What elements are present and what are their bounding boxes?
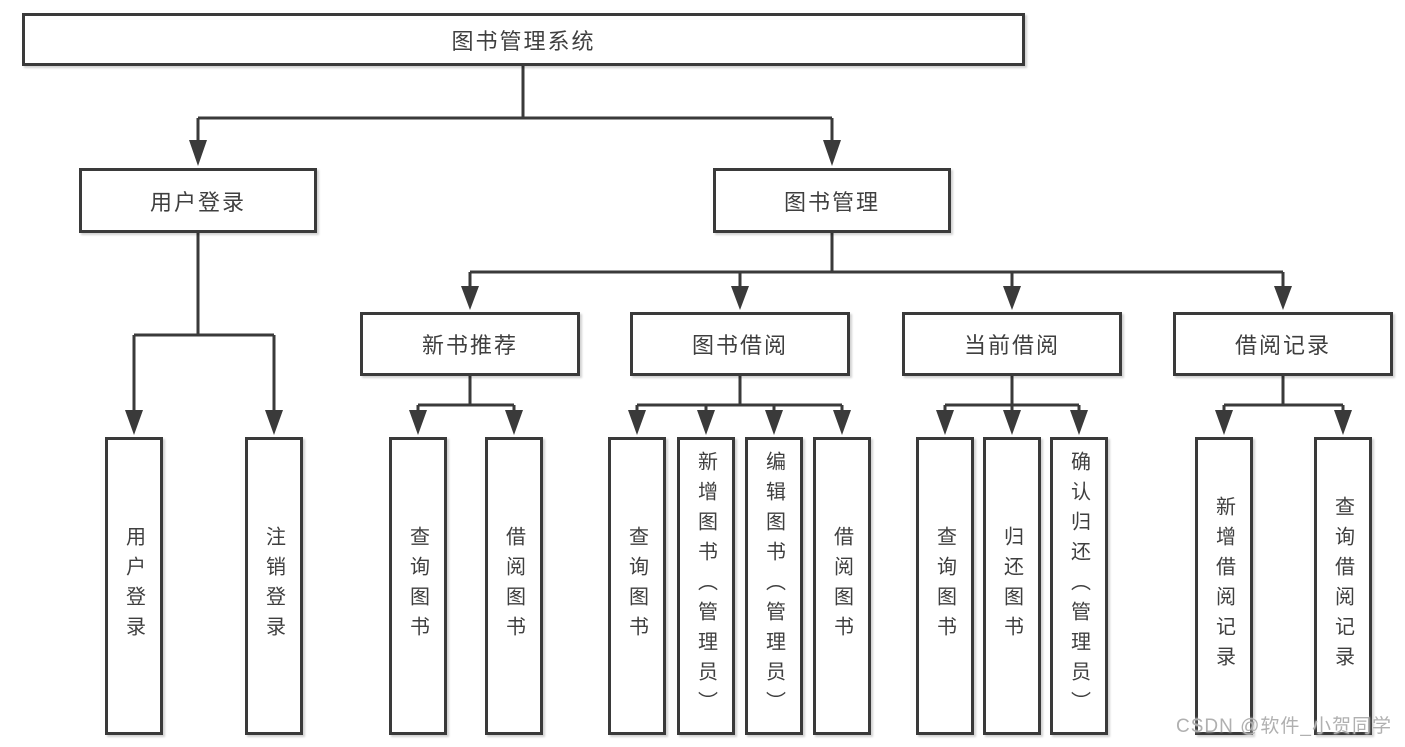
node-label: 编辑图书（管理员） [762,451,785,721]
connector-borrowing-records-to-leaves [1215,376,1352,435]
node-label: 确认归还（管理员） [1067,451,1090,721]
node-label: 当前借阅 [963,333,1060,358]
node-label: 新增图书（管理员） [694,451,717,721]
leaf-query-books-recommend: 查询图书 [389,437,447,735]
leaf-add-book-admin: 新增图书（管理员） [677,437,735,735]
node-borrowing-records: 借阅记录 [1173,312,1393,376]
leaf-user-login: 用户登录 [105,437,163,735]
arrow-down-icon [765,410,783,435]
node-label: 借阅图书 [830,526,853,646]
node-label: 借阅图书 [502,526,525,646]
arrow-down-icon [1334,410,1352,435]
arrow-down-icon [1003,410,1021,435]
node-label: 图书管理系统 [451,28,596,54]
node-label: 用户登录 [149,189,246,215]
node-library-management-system: 图书管理系统 [22,13,1025,66]
connector-book-management-to-level3 [461,233,1292,310]
node-label: 注销登录 [262,526,285,646]
leaf-borrow-books-borrowing: 借阅图书 [813,437,871,735]
arrow-down-icon [823,140,841,166]
node-label: 查询图书 [933,526,956,646]
node-book-management: 图书管理 [713,168,951,233]
arrow-down-icon [731,286,749,310]
node-current-borrowing: 当前借阅 [902,312,1122,376]
arrow-down-icon [1070,410,1088,435]
arrow-down-icon [936,410,954,435]
arrow-down-icon [833,410,851,435]
arrow-down-icon [265,410,283,435]
node-label: 查询图书 [625,526,648,646]
connector-user-login-to-leaves [125,233,283,435]
leaf-add-borrow-record: 新增借阅记录 [1195,437,1253,735]
connector-new-book-recommendation-to-leaves [409,376,523,435]
arrow-down-icon [1215,410,1233,435]
node-label: 用户登录 [122,526,145,646]
leaf-borrow-books-recommend: 借阅图书 [485,437,543,735]
connector-root-to-level2 [189,66,841,166]
leaf-query-borrow-record: 查询借阅记录 [1314,437,1372,735]
connector-current-borrowing-to-leaves [936,376,1088,435]
csdn-watermark: CSDN @软件_小贺同学 [1176,716,1392,737]
arrow-down-icon [1274,286,1292,310]
node-label: 归还图书 [1000,526,1023,646]
node-new-book-recommendation: 新书推荐 [360,312,580,376]
node-user-login: 用户登录 [79,168,317,233]
connector-book-borrowing-to-leaves [628,376,851,435]
node-label: 新书推荐 [421,333,518,358]
leaf-query-books-current: 查询图书 [916,437,974,735]
node-book-borrowing: 图书借阅 [630,312,850,376]
leaf-edit-book-admin: 编辑图书（管理员） [745,437,803,735]
arrow-down-icon [461,286,479,310]
node-label: 查询借阅记录 [1331,496,1354,676]
arrow-down-icon [125,410,143,435]
arrow-down-icon [1003,286,1021,310]
node-label: 查询图书 [406,526,429,646]
arrow-down-icon [189,140,207,166]
node-label: 新增借阅记录 [1212,496,1235,676]
leaf-return-books: 归还图书 [983,437,1041,735]
node-label: 图书借阅 [691,333,788,358]
node-label: 图书管理 [783,189,880,215]
arrow-down-icon [505,410,523,435]
leaf-query-books-borrowing: 查询图书 [608,437,666,735]
leaf-logout: 注销登录 [245,437,303,735]
arrow-down-icon [628,410,646,435]
node-label: 借阅记录 [1234,333,1331,358]
leaf-confirm-return-admin: 确认归还（管理员） [1050,437,1108,735]
arrow-down-icon [409,410,427,435]
arrow-down-icon [697,410,715,435]
